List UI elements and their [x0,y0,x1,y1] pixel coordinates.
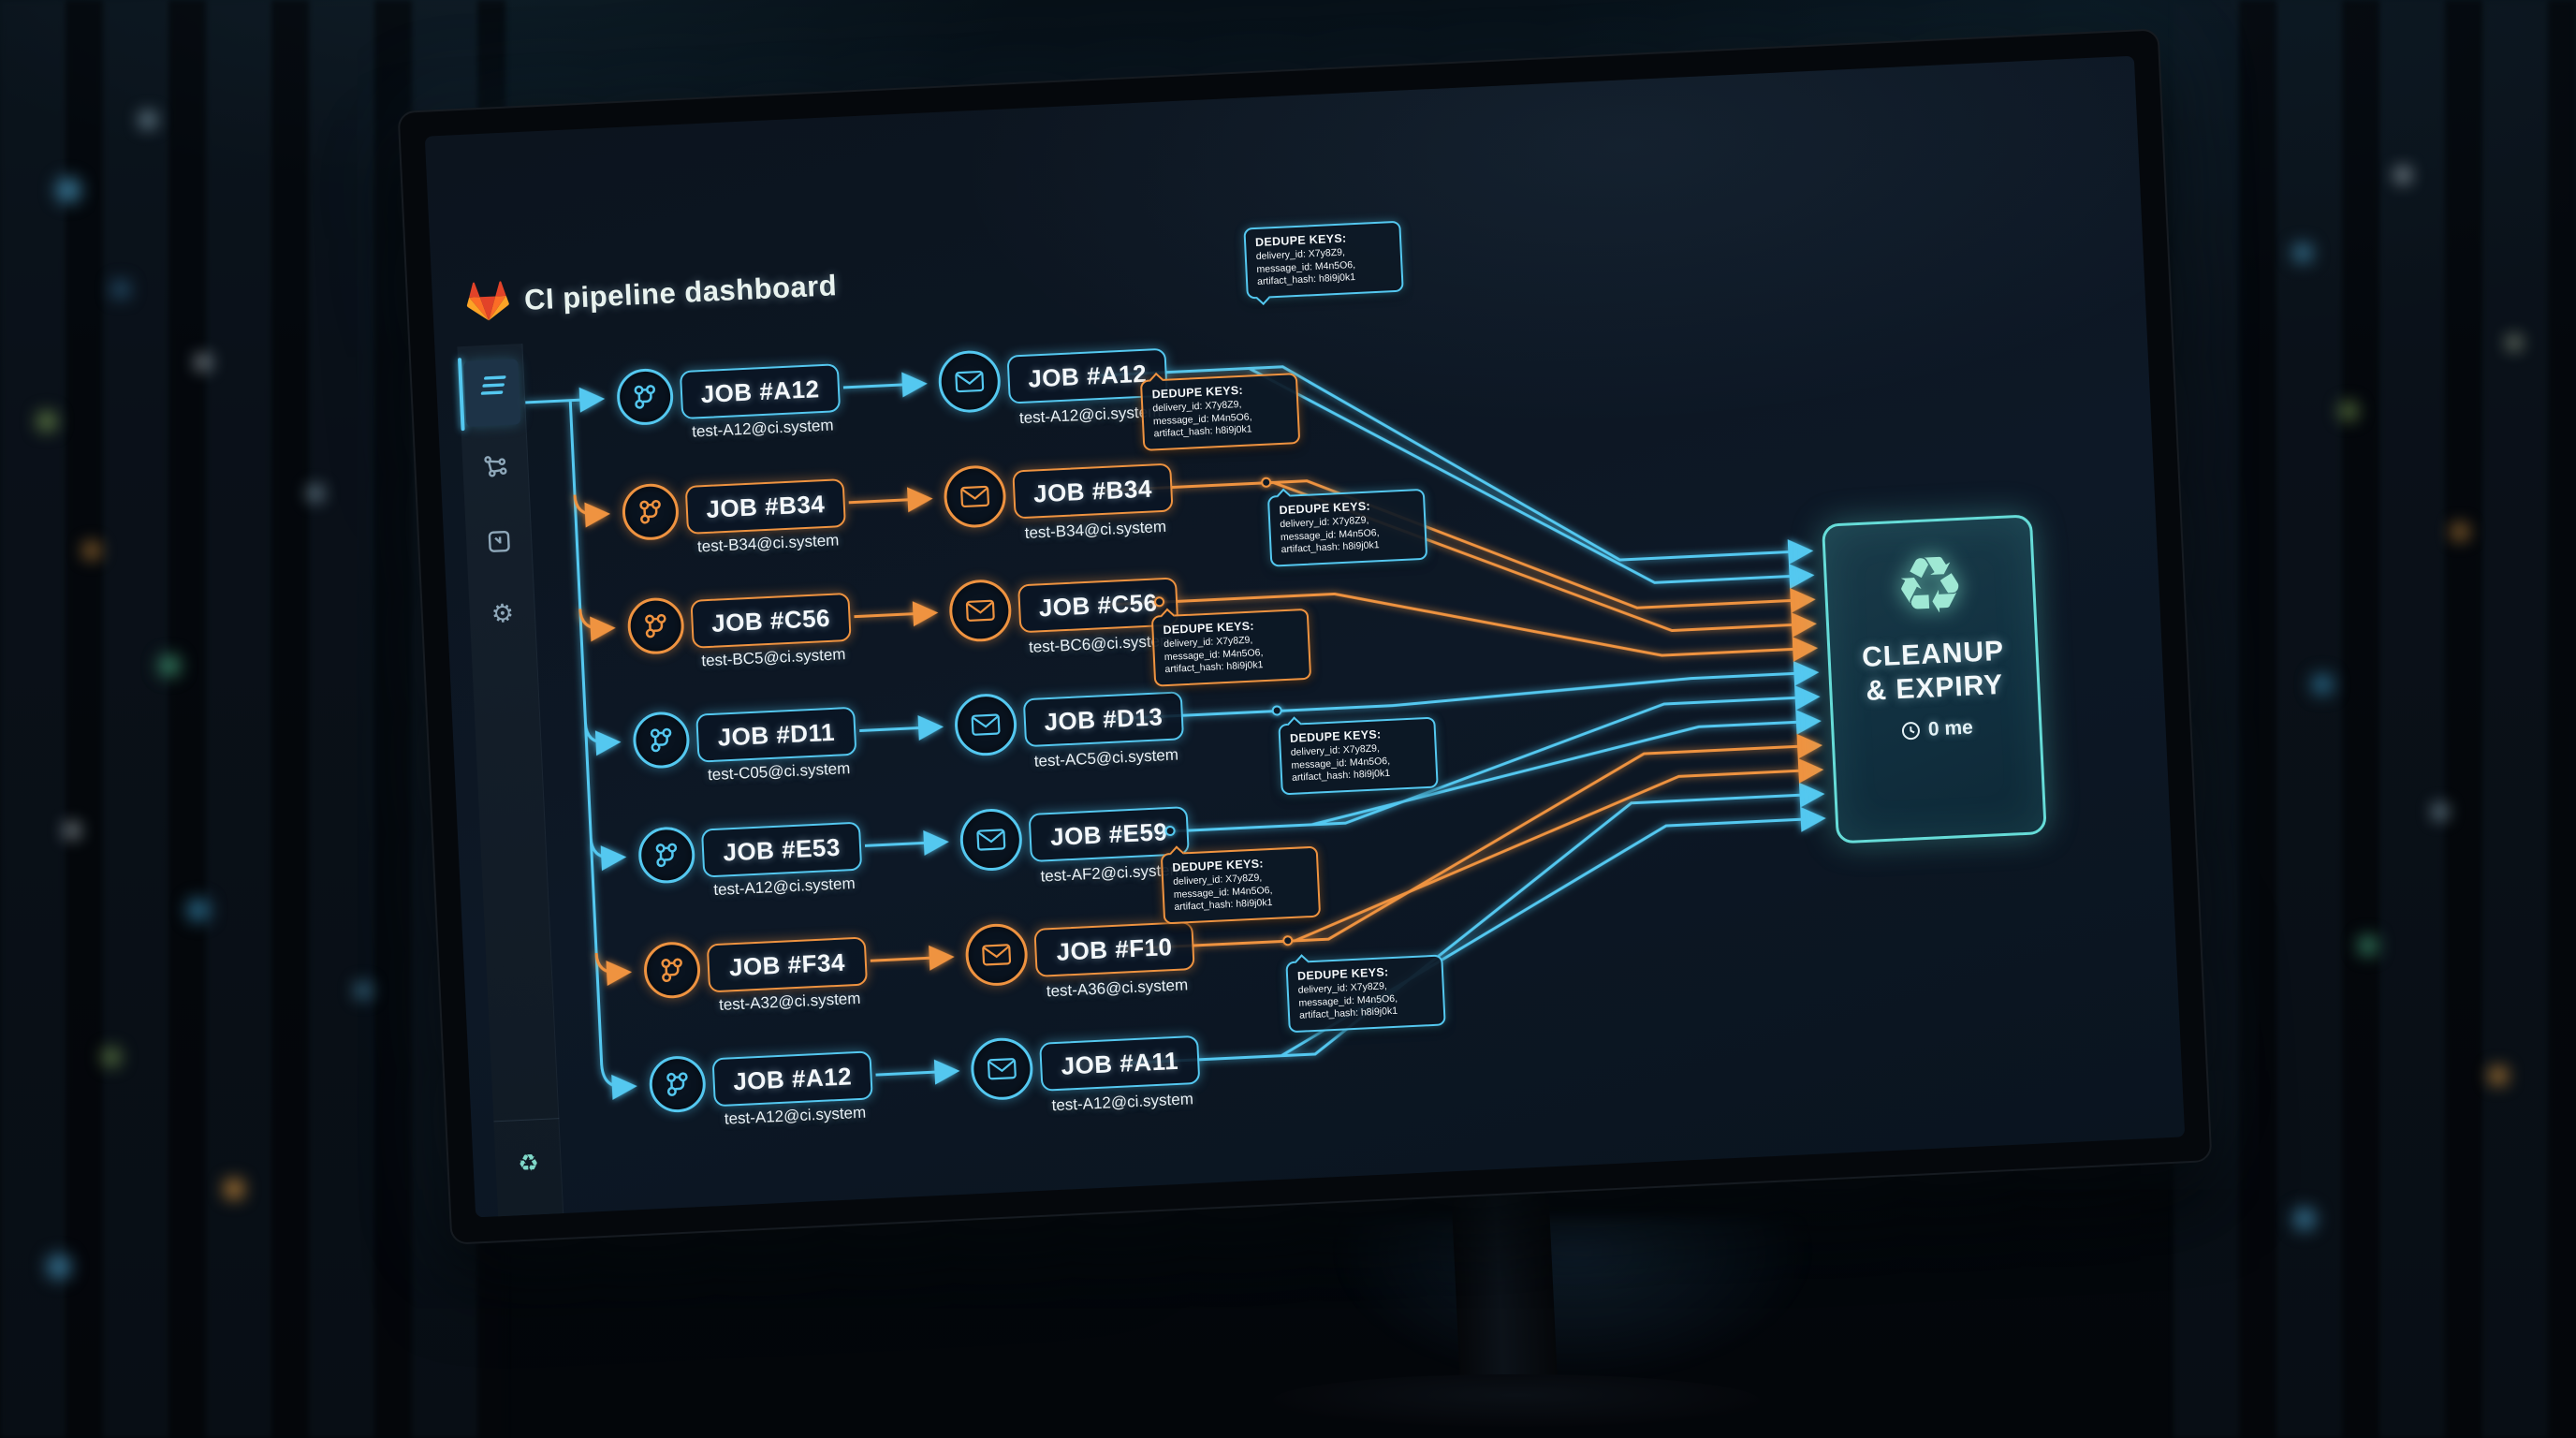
mail-node[interactable] [969,1036,1034,1102]
screen-reflection [1329,1217,1816,1386]
database-layers-icon[interactable] [459,368,526,407]
pipeline-row: JOB #F34 test-A32@ci.system JOB #F10 tes… [486,871,2139,1014]
envelope-icon [976,829,1006,851]
job-node[interactable] [632,711,691,770]
job-label[interactable]: JOB #D11 [695,706,857,763]
dedupe-tooltip: DEDUPE KEYS: delivery_id: X7y8Z9, messag… [1285,953,1446,1034]
job-node[interactable] [626,596,686,656]
dedupe-tooltip: DEDUPE KEYS: delivery_id: X7y8Z9, messag… [1243,220,1404,306]
mail-label[interactable]: JOB #A11 [1039,1034,1201,1092]
pipeline-row: JOB #D11 test-C05@ci.system JOB #D13 tes… [475,641,2128,784]
cleanup-timer-value: 0 me [1927,716,1974,741]
pipeline-graph-icon [639,499,661,524]
job-label[interactable]: JOB #A12 [711,1050,873,1108]
mail-node[interactable] [937,349,1003,415]
pipeline-graph-icon [666,1072,688,1096]
mail-node[interactable] [959,807,1024,873]
pipeline-graph-icon [645,613,666,638]
cleanup-expiry-node[interactable]: ♻ CLEANUP & EXPIRY 0 me [1821,514,2047,844]
pipeline-row: JOB #B34 test-B34@ci.system JOB #B34 tes… [464,413,2117,555]
job-label[interactable]: JOB #A12 [679,363,842,420]
envelope-icon [987,1058,1017,1080]
job-node[interactable] [615,367,675,427]
gitlab-logo[interactable] [465,279,510,324]
job-node[interactable] [621,482,681,542]
pipeline-row: JOB #A12 test-A12@ci.system JOB #A12 tes… [459,298,2112,441]
mail-node[interactable] [943,463,1008,529]
dedupe-tooltip: DEDUPE KEYS: delivery_id: X7y8Z9, messag… [1150,608,1312,687]
monitor-base [1273,1374,1760,1427]
server-rack-right [2174,0,2576,1438]
pipeline-network-icon[interactable] [462,452,529,486]
dedupe-tooltip: DEDUPE KEYS: delivery_id: X7y8Z9, messag… [1160,844,1322,925]
dedupe-tooltip: DEDUPE KEYS: delivery_id: X7y8Z9, messag… [1266,488,1428,567]
pipeline-graph-icon [655,843,678,868]
pipeline-graph-icon [634,385,656,409]
clock-icon [1901,722,1920,741]
monitor-stand [1450,1179,1559,1390]
mail-node[interactable] [964,922,1030,988]
recycle-icon: ♻ [1892,537,1968,634]
job-node[interactable] [637,825,696,885]
dedupe-tooltip: DEDUPE KEYS: delivery_id: X7y8Z9, messag… [1139,372,1301,451]
job-label[interactable]: JOB #E53 [700,821,863,878]
mail-node[interactable] [947,578,1013,643]
mail-label[interactable]: JOB #F10 [1033,920,1195,977]
pipeline-row: JOB #A12 test-A12@ci.system JOB #A11 tes… [490,985,2144,1128]
dedupe-tooltip: DEDUPE KEYS: delivery_id: X7y8Z9, messag… [1278,715,1439,796]
envelope-icon [971,713,1001,736]
job-node[interactable] [648,1054,708,1114]
mail-label[interactable]: JOB #B34 [1012,462,1174,520]
dashboard-screen: CI pipeline dashboard [424,55,2186,1218]
mail-node[interactable] [953,692,1018,757]
pipeline-row: JOB #E53 test-A12@ci.system JOB #E59 tes… [480,756,2133,899]
pipeline-row: JOB #C56 test-BC5@ci.system JOB #C56 tes… [469,527,2122,669]
envelope-icon [965,599,995,622]
sidebar: ⚙ ♻ [457,344,565,1218]
job-label[interactable]: JOB #C56 [690,592,852,649]
envelope-icon [955,370,985,393]
cleanup-title-line2: & EXPIRY [1865,668,2004,707]
pipeline-connections [525,365,1826,1100]
monitor: CI pipeline dashboard [397,28,2213,1245]
mail-label[interactable]: JOB #D13 [1022,691,1185,748]
cleanup-timer: 0 me [1899,716,1973,742]
pipeline-graph-icon [650,727,672,753]
envelope-icon [982,944,1012,966]
job-label[interactable]: JOB #B34 [684,478,846,535]
envelope-icon [960,485,989,508]
job-label[interactable]: JOB #F34 [706,936,869,993]
panel-icon[interactable] [466,527,533,561]
job-node[interactable] [642,940,702,1000]
pipeline-graph-icon [661,958,682,983]
